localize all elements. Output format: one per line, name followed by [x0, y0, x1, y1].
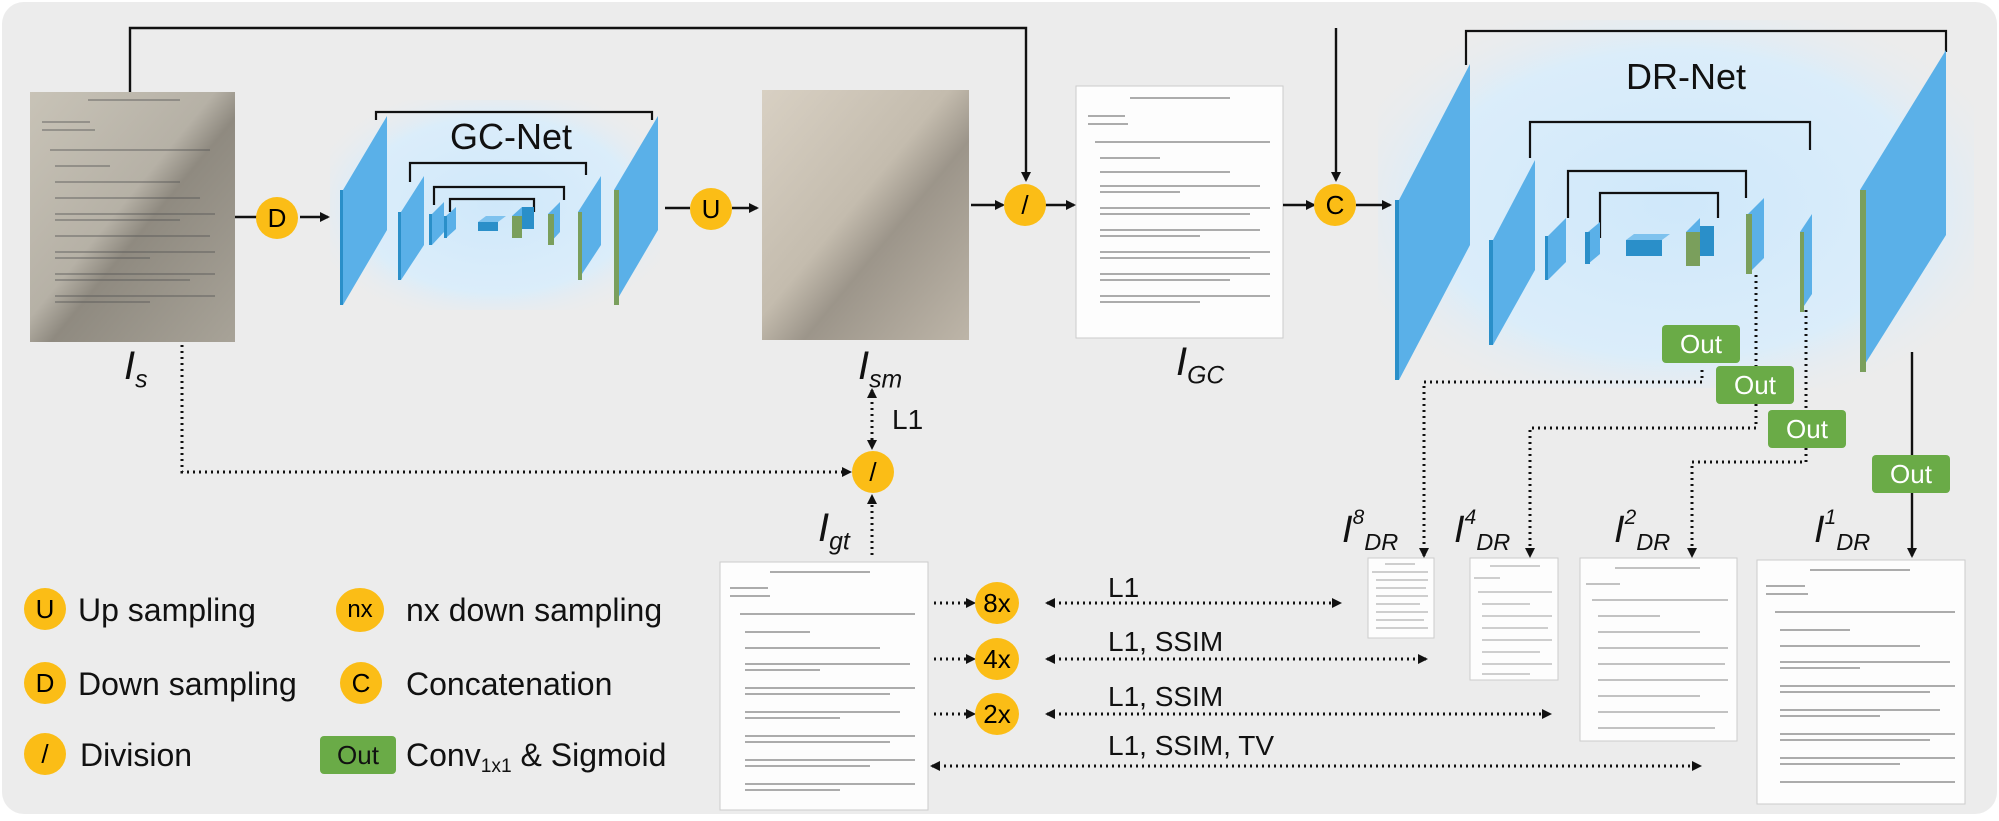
scale-8x-operator: 8x: [975, 582, 1019, 624]
legend-nx-text: nx down sampling: [406, 592, 663, 628]
label-i-gt: Igt: [818, 506, 850, 556]
loss-l1-8x: L1: [1108, 572, 1140, 603]
downsample-operator: D: [256, 197, 298, 239]
label-i-dr1: I1DR: [1814, 506, 1871, 555]
dr-output-2x-image: [1579, 557, 1738, 742]
legend-u-symbol: U: [24, 588, 66, 630]
label-i-gc: IGC: [1176, 340, 1225, 390]
loss-dotted-arrows: [180, 345, 1808, 771]
label-i-sm: Ism: [858, 344, 903, 394]
division-operator-top: /: [1004, 184, 1046, 226]
upsample-operator: U: [690, 188, 732, 230]
legend-d-text: Down sampling: [78, 666, 297, 702]
loss-l1-ssim-2x: L1, SSIM: [1108, 681, 1224, 712]
label-i-dr8: I8DR: [1342, 506, 1399, 555]
legend-out-symbol: Out: [320, 736, 396, 774]
legend-div-text: Division: [80, 737, 193, 773]
out-box-4x: Out: [1716, 366, 1794, 404]
loss-l1-sm: L1: [892, 404, 924, 435]
ground-truth-image: [719, 561, 929, 811]
loss-l1-ssim-tv: L1, SSIM, TV: [1108, 730, 1274, 761]
scale-4x-operator: 4x: [975, 638, 1019, 680]
gc-net-title: GC-Net: [450, 116, 573, 157]
division-operator-loss: /: [852, 451, 894, 493]
label-i-s: Is: [124, 344, 148, 394]
shadow-map-image: [762, 90, 969, 340]
legend-c-symbol: C: [340, 662, 382, 704]
out-box-2x: Out: [1768, 410, 1846, 448]
decoder-tap-lines: [1754, 275, 1808, 412]
legend-u-text: Up sampling: [78, 592, 256, 628]
main-flow-arrows: [128, 26, 1917, 558]
dr-net-title: DR-Net: [1626, 56, 1747, 97]
gc-output-image: [1075, 85, 1284, 339]
legend-c-text: Concatenation: [406, 666, 613, 702]
dr-output-8x-image: [1367, 557, 1435, 639]
concat-operator: C: [1314, 184, 1356, 226]
legend-conv-text: Conv1x1 & Sigmoid: [406, 737, 667, 777]
dr-net-glow: [1378, 20, 1974, 388]
label-i-dr2: I2DR: [1614, 506, 1671, 555]
out-box-8x: Out: [1662, 325, 1740, 363]
out-box-full: Out: [1872, 455, 1950, 493]
dr-output-4x-image: [1469, 557, 1559, 681]
loss-l1-ssim-4x: L1, SSIM: [1108, 626, 1224, 657]
scale-2x-operator: 2x: [975, 693, 1019, 735]
dr-output-full-image: [1756, 559, 1966, 805]
legend-div-symbol: /: [24, 733, 66, 775]
source-image: [30, 92, 235, 342]
label-i-dr4: I4DR: [1454, 506, 1511, 555]
gc-net-encoder-decoder: [340, 110, 658, 305]
dr-net-encoder-decoder: [1395, 29, 1948, 380]
legend-d-symbol: D: [24, 662, 66, 704]
legend-nx-symbol: nx: [336, 588, 384, 632]
